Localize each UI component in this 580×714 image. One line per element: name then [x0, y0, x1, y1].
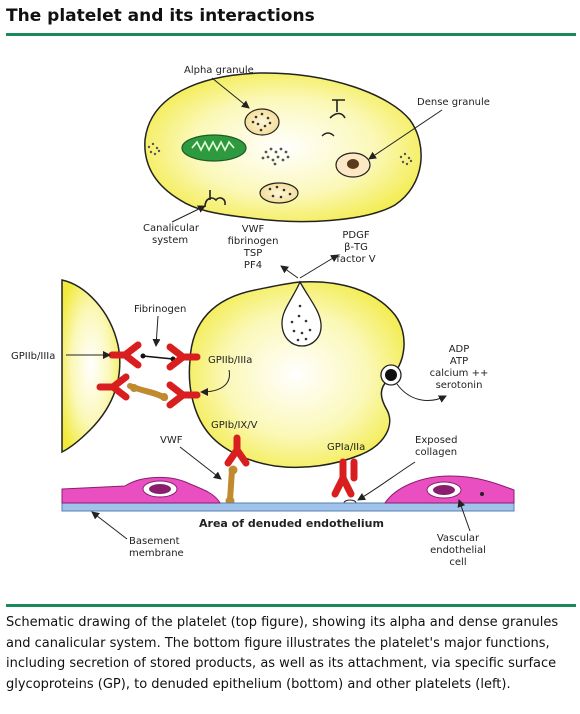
gpiib-right-label: GPIIb/IIIa	[208, 355, 252, 366]
gpib-label: GPIb/IX/V	[211, 420, 258, 431]
secreted-other-2: β-TG	[344, 242, 368, 253]
canalicular-label-1: Canalicular	[143, 223, 200, 234]
exposed-label-2: collagen	[415, 447, 457, 458]
fibrinogen-label: Fibrinogen	[134, 304, 186, 315]
alpha-granule-top	[244, 108, 280, 136]
canalicular-label-2: system	[152, 235, 188, 246]
gpia-label: GPIa/IIa	[327, 442, 365, 453]
vascular-label-1: Vascular	[437, 533, 480, 544]
secreted-alpha-1: VWF	[242, 224, 265, 235]
endothelial-cell-left	[61, 476, 221, 504]
alpha-granule-bottom	[259, 182, 299, 204]
figure-caption: Schematic drawing of the platelet (top f…	[6, 615, 559, 692]
area-label: Area of denuded endothelium	[199, 517, 384, 530]
resting-platelet	[144, 72, 422, 223]
platelet-diagram: Alpha granule Dense granule Canalicular …	[11, 65, 515, 568]
calcium-label: calcium ++	[430, 368, 489, 379]
caption-divider	[6, 604, 576, 607]
page-title: The platelet and its interactions	[6, 6, 315, 26]
secreted-other-1: PDGF	[342, 230, 369, 241]
adp-label: ADP	[449, 344, 470, 355]
secreted-alpha-2: fibrinogen	[228, 236, 279, 247]
dense-granule-label: Dense granule	[417, 97, 490, 108]
exposed-label-1: Exposed	[415, 435, 457, 446]
basement-membrane	[61, 502, 515, 512]
basement-label-2: membrane	[129, 548, 184, 559]
alpha-granule-label: Alpha granule	[184, 65, 254, 76]
secreted-alpha-4: PF4	[244, 260, 262, 271]
gpiib-receptors	[96, 341, 201, 409]
vwf-label: VWF	[160, 435, 183, 446]
serotonin-label: serotonin	[436, 380, 483, 391]
gpiib-left-label: GPIIb/IIIa	[11, 351, 55, 362]
secreted-alpha-3: TSP	[243, 248, 263, 259]
title-divider	[6, 33, 576, 36]
vascular-label-2: endothelial	[430, 545, 486, 556]
vascular-label-3: cell	[449, 557, 466, 568]
left-platelet	[61, 279, 121, 454]
basement-label-1: Basement	[129, 536, 180, 547]
secreted-other-3: factor V	[336, 254, 375, 265]
atp-label: ATP	[450, 356, 468, 367]
mitochondrion	[181, 134, 247, 162]
